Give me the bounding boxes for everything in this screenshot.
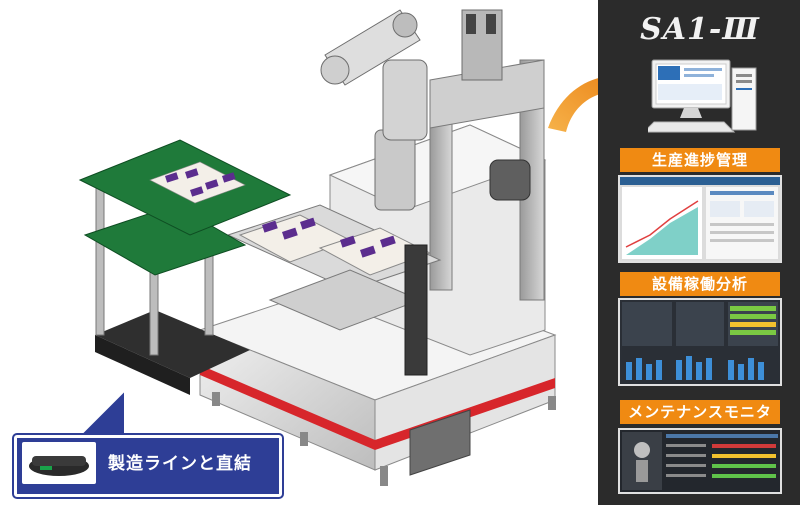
- pcb-rack-agv: [78, 139, 292, 395]
- screenshot-operation: [618, 298, 782, 386]
- section-label-operation: 設備稼働分析: [620, 272, 780, 296]
- production-line-illustration: [72, 9, 600, 486]
- callout-pointer: [72, 387, 126, 441]
- section-label-production: 生産進捗管理: [620, 148, 780, 172]
- screenshot-production: [618, 175, 782, 263]
- robot-arm: [320, 9, 531, 211]
- screenshot-maintenance: [618, 428, 782, 494]
- computer-icon: [648, 59, 757, 133]
- conveyor-trays: [226, 204, 442, 376]
- sa1-logo: SA1-Ⅲ: [640, 12, 760, 47]
- flow-arrow: [548, 77, 600, 132]
- callout-text: 製造ラインと直結: [108, 454, 252, 474]
- section-label-maintenance: メンテナンスモニタ: [620, 400, 780, 424]
- agv-thumbnail: [22, 442, 96, 484]
